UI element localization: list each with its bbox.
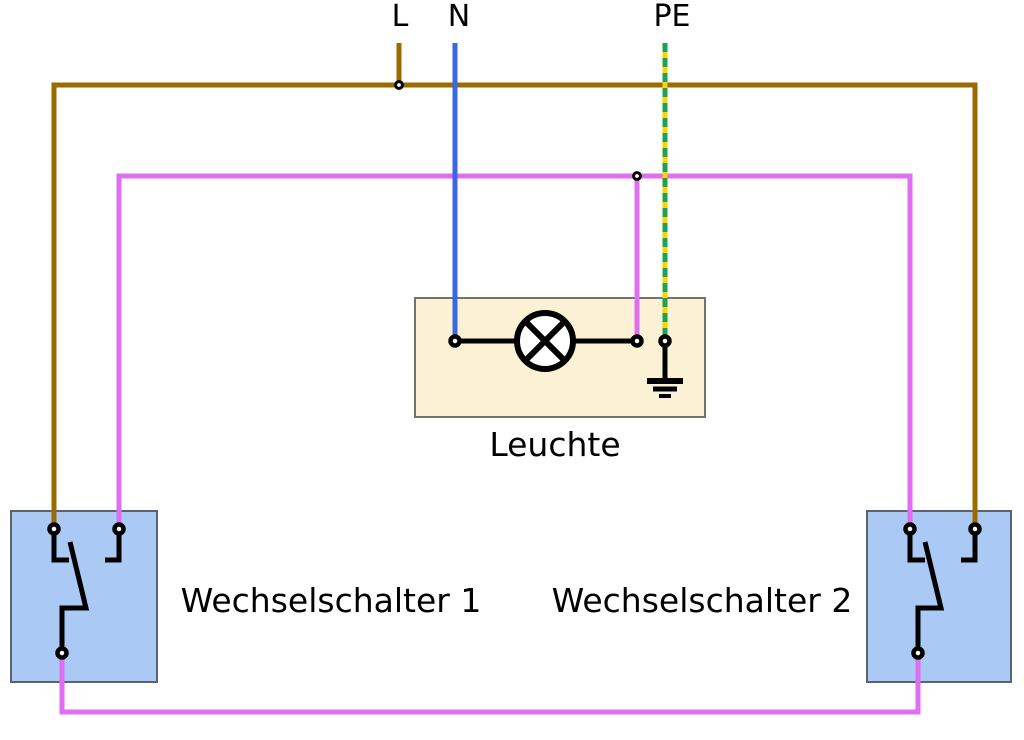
wire-switched-bottom [59,653,921,715]
label-wechselschalter-1: Wechselschalter 1 [181,581,482,620]
wire-line-main [51,82,978,529]
switch1-lever [59,541,90,653]
switch1-terminal-line [47,522,61,536]
switch2-terminal-corridor [903,522,917,536]
switch1-contact-right [105,529,122,563]
switch2-terminal-common [911,646,925,660]
switch1-terminal-corridor [112,522,126,536]
switch2-lever [915,541,945,653]
lamp-cross-icon [522,318,568,364]
label-wechselschalter-2: Wechselschalter 2 [552,581,853,620]
label-leuchte: Leuchte [489,425,620,464]
junction-switched-tap [632,171,642,181]
wire-switched-loop [116,173,913,529]
label-pe: PE [653,0,690,34]
junction-line-tap [394,80,404,90]
label-neutral: N [448,0,470,34]
switch1-contact-left [51,529,69,563]
switch2-contact-left [907,529,925,563]
switch1-terminal-common [55,646,69,660]
label-line: L [392,0,409,34]
switch2-terminal-line [968,522,982,536]
lamp-terminal-switched [630,334,644,348]
switch2-contact-right [961,529,978,563]
lamp-terminal-neutral [448,334,462,348]
lamp-terminal-pe [658,334,672,348]
